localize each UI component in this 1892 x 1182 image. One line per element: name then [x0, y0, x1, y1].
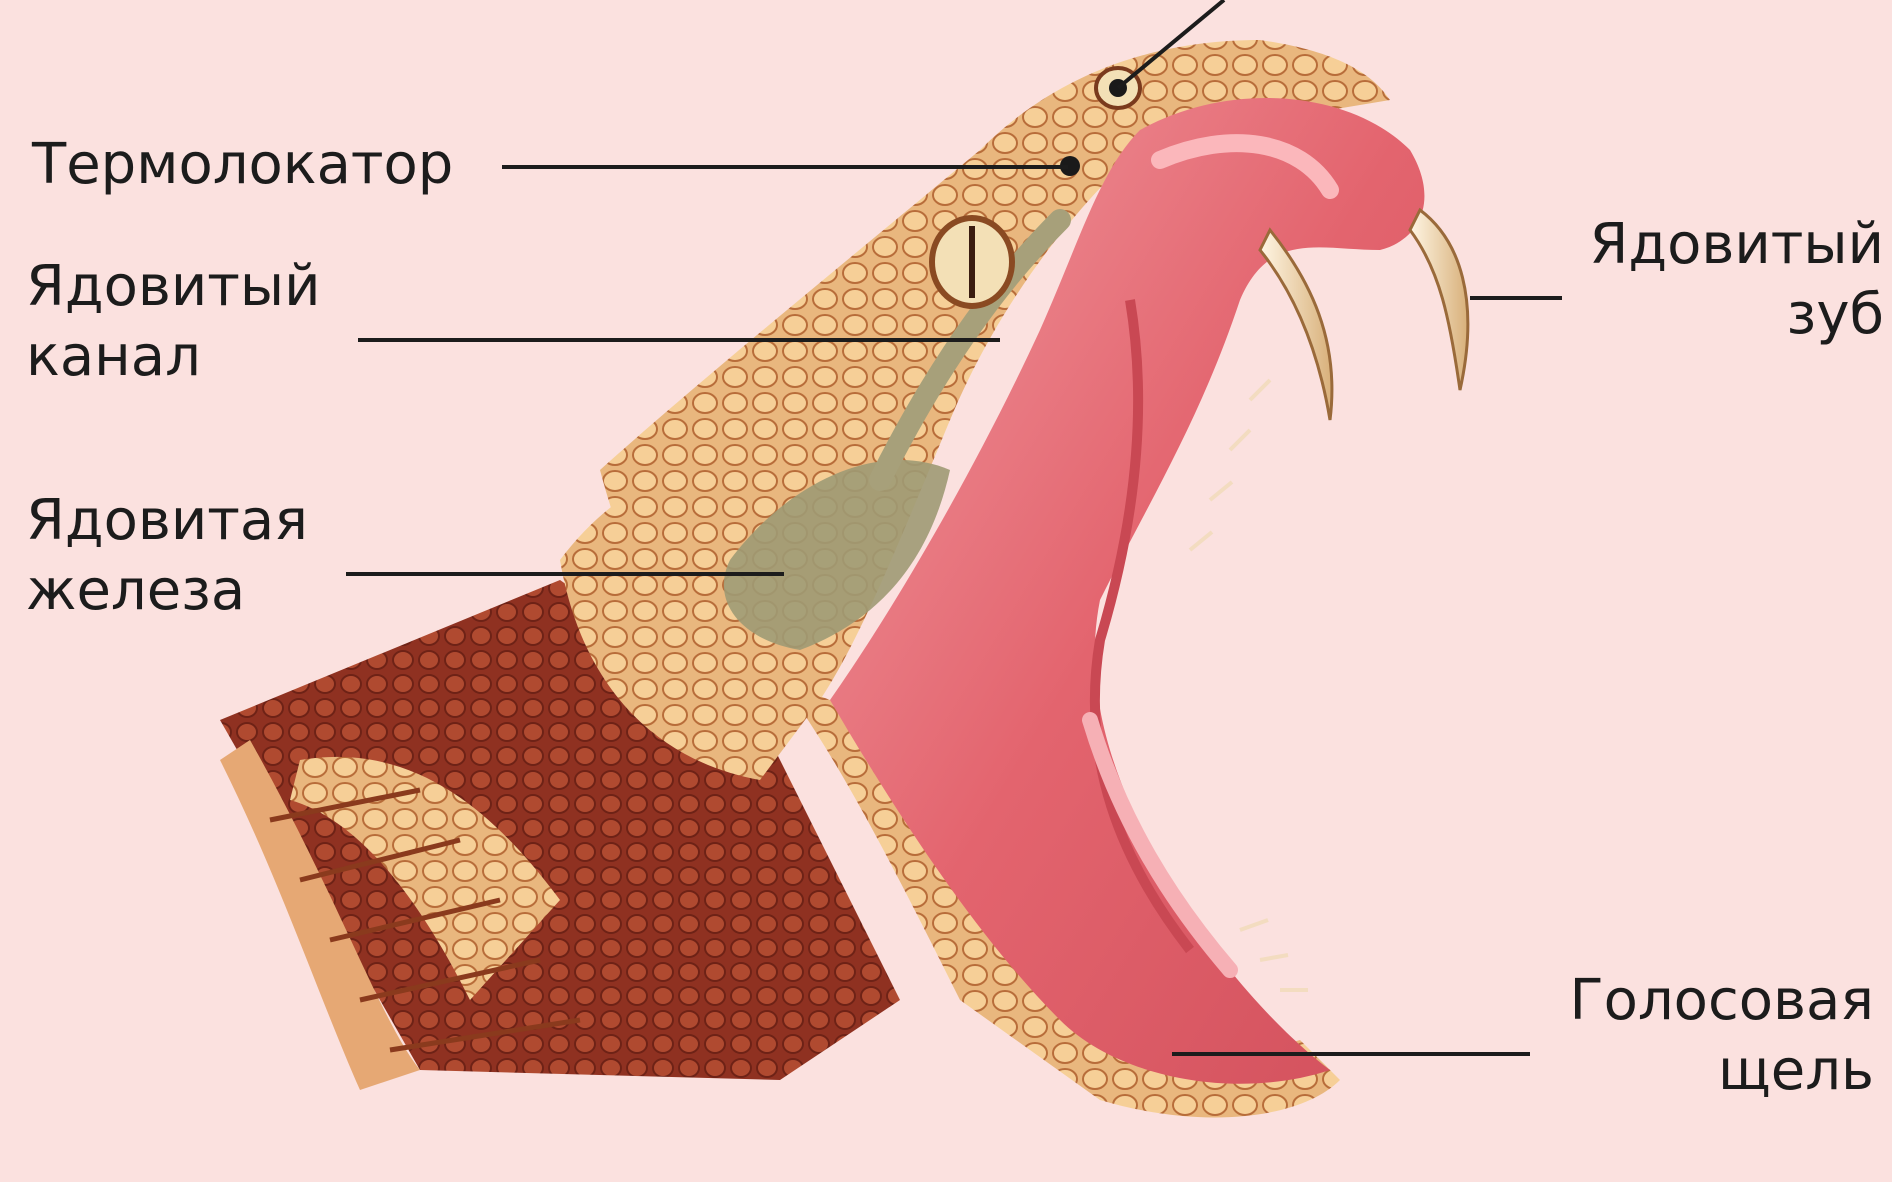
label-venom-gland: Ядовитая железа — [26, 486, 308, 626]
label-venom-gland-line2: железа — [26, 556, 308, 626]
label-glottis-line2: щель — [1569, 1036, 1874, 1106]
label-venom-canal: Ядовитый канал — [26, 252, 321, 392]
label-glottis: Голосовая щель — [1569, 966, 1874, 1106]
label-thermolocator-text: Термолокатор — [32, 130, 453, 200]
fang-illustration — [1190, 210, 1468, 990]
label-venom-canal-line2: канал — [26, 322, 321, 392]
label-venom-fang: Ядовитый зуб — [1589, 210, 1884, 350]
label-thermolocator: Термолокатор — [32, 130, 453, 200]
label-venom-gland-line1: Ядовитая — [26, 486, 308, 556]
label-glottis-line1: Голосовая — [1569, 966, 1874, 1036]
label-venom-fang-line2: зуб — [1589, 280, 1884, 350]
label-venom-fang-line1: Ядовитый — [1589, 210, 1884, 280]
eye — [932, 218, 1012, 306]
label-venom-canal-line1: Ядовитый — [26, 252, 321, 322]
